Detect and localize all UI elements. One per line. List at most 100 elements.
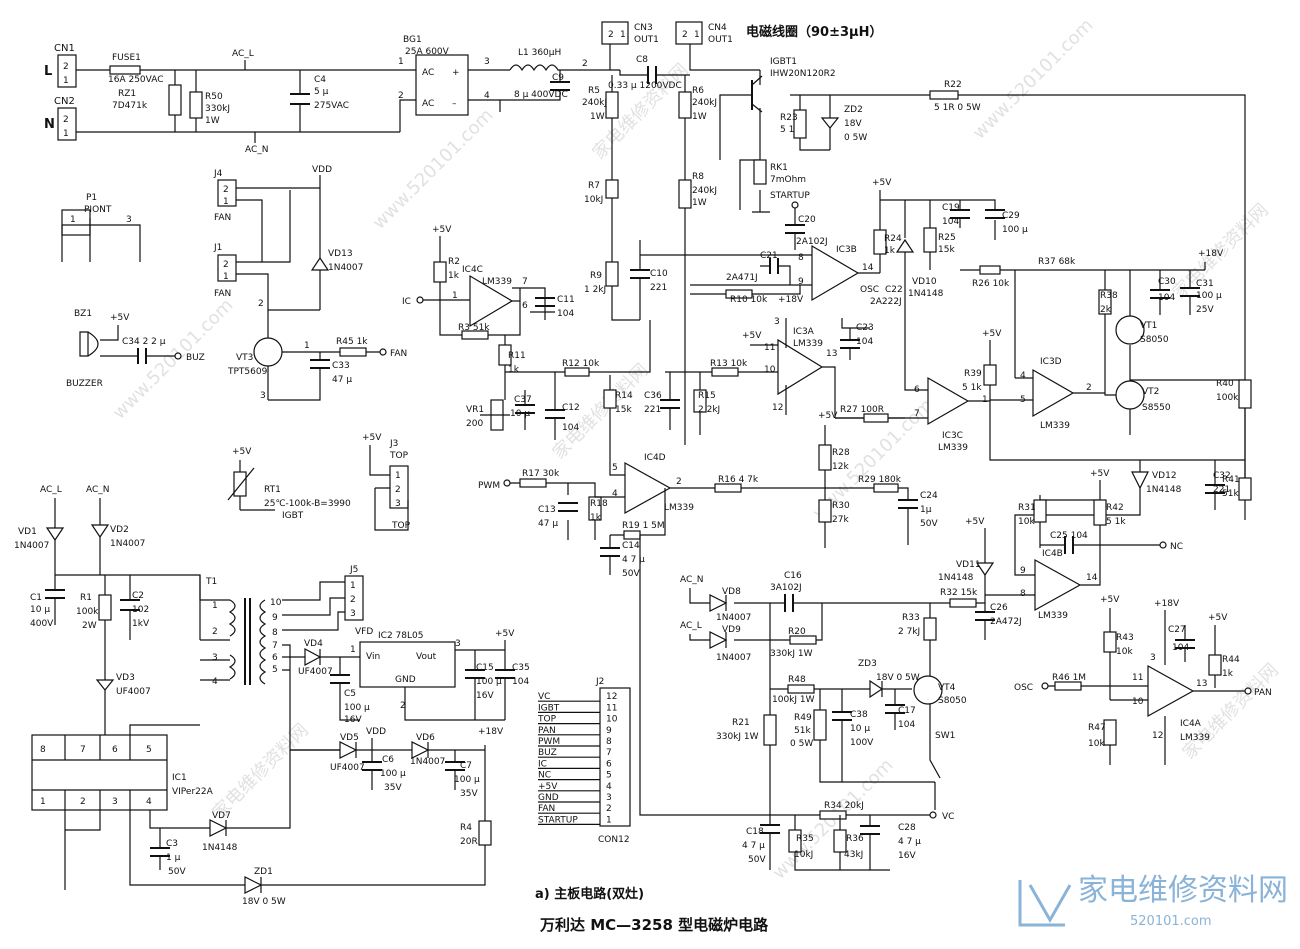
c15-value: 100 μ [476, 677, 502, 687]
rk1-value: 7mOhm [770, 175, 806, 185]
plus5v-label: +5V [1090, 469, 1110, 479]
r6-value: 240kJ [692, 98, 717, 108]
c28-label: C28 [898, 823, 916, 833]
r44-label: R44 [1222, 655, 1240, 665]
c2-voltage: 1kV [132, 619, 150, 629]
c3-voltage: 50V [168, 867, 186, 877]
r18-label: R18 [590, 499, 608, 509]
r39-value: 5 1k [962, 383, 982, 393]
c7-voltage: 35V [460, 789, 478, 799]
vd11-label: VD11 [956, 560, 981, 570]
rt1-value: 25℃-100k-B=3990 [264, 499, 351, 509]
vt4-label: VT4 [938, 683, 956, 693]
svg-text:6: 6 [272, 653, 278, 663]
vd4-value: UF4007 [298, 667, 333, 677]
zd1-value: 18V 0 5W [242, 897, 286, 907]
c2-label: C2 [132, 591, 144, 601]
c9-value: 8 μ 400VDC [514, 90, 568, 100]
r11-label: R11 [508, 351, 526, 361]
svg-text:10: 10 [1132, 697, 1144, 707]
ic2-label: IC2 78L05 [378, 631, 423, 641]
vd1-value: 1N4007 [14, 541, 49, 551]
c6-label: C6 [382, 755, 394, 765]
vd10-value: 1N4148 [908, 289, 944, 299]
svg-text:2: 2 [212, 627, 218, 637]
watermark-layer: www.520101.com www.520101.com 家电维修资料网 ww… [109, 15, 1283, 884]
resonant-section: C8 0.33 μ 1200VDC R5 240kJ 1W R7 10kJ R9… [582, 55, 1246, 480]
c4-value: 5 μ [314, 87, 329, 97]
vd7-label: VD7 [212, 811, 231, 821]
r30-label: R30 [832, 501, 850, 511]
c27-label: C27 [1168, 625, 1186, 635]
c20-label: C20 [798, 215, 816, 225]
svg-text:9: 9 [798, 277, 804, 287]
c1-voltage: 400V [30, 619, 54, 629]
r22-label: R22 [944, 80, 962, 90]
r17-label: R17 30k [522, 469, 560, 479]
svg-text:3: 3 [395, 499, 401, 509]
r18-value: 1k [590, 513, 602, 523]
vd5-label: VD5 [340, 733, 359, 743]
ic3av-label: LM339 [793, 339, 823, 349]
connector-cn1 [57, 54, 77, 88]
bz1-label: BZ1 [74, 309, 92, 319]
cn4-out-label: OUT1 [708, 35, 733, 45]
ic3cv-label: LM339 [938, 443, 968, 453]
c17-label: C17 [898, 706, 916, 716]
svg-text:7: 7 [272, 641, 278, 651]
j5-vfd-label: VFD [355, 627, 373, 637]
c16-value: 3A102J [770, 583, 802, 593]
j2-pin-number: 10 [606, 715, 618, 725]
svg-text:10: 10 [764, 365, 776, 375]
cn1-label: CN1 [54, 43, 75, 54]
c3-label: C3 [166, 839, 178, 849]
vd13-value: 1N4007 [328, 263, 363, 273]
c25-label: C25 104 [1050, 531, 1088, 541]
c17-value: 104 [898, 720, 915, 730]
r33-value: 2 7kJ [898, 627, 920, 637]
c29-label: C29 [1002, 211, 1020, 221]
svg-text:3: 3 [126, 215, 132, 225]
c9-label: C9 [552, 73, 564, 83]
svg-text:1: 1 [620, 30, 626, 40]
j2-signal-label: GND [538, 793, 559, 803]
svg-text:11: 11 [1132, 673, 1143, 683]
ic4c-label: IC4C [462, 265, 483, 275]
c7-value: 100 μ [454, 775, 480, 785]
plus5v-label: +5V [232, 447, 252, 457]
vdd-label: VDD [366, 727, 386, 737]
resistor-r50 [189, 91, 203, 119]
vdd-label: VDD [312, 165, 332, 175]
ic4cv-label: LM339 [482, 277, 512, 287]
j5-label: J5 [349, 565, 358, 575]
plus5v-label: +5V [110, 313, 130, 323]
watermark-diagonal: www.520101.com [969, 15, 1098, 144]
svg-text:3: 3 [455, 639, 461, 649]
r50-value: 330kJ [205, 104, 230, 114]
plus18v-label: +18V [478, 727, 504, 737]
ic4b-section: VD12 1N4148 C32 221 R41 51k +5V R31 10k … [930, 460, 1252, 640]
r4-value: 20R [460, 837, 478, 847]
svg-text:3: 3 [350, 609, 356, 619]
c33-label: C33 [332, 361, 350, 371]
vd9-label: VD9 [722, 625, 741, 635]
j3-bot-label: TOP [391, 521, 411, 531]
c13-label: C13 [538, 505, 556, 515]
r23-label: R23 [780, 113, 798, 123]
vd12-value: 1N4148 [1146, 485, 1182, 495]
diagram-title: 万利达 MC—3258 型电磁炉电路 [539, 916, 769, 934]
c5-value: 100 μ [344, 703, 370, 713]
svg-text:1: 1 [350, 581, 356, 591]
vd1-label: VD1 [18, 527, 37, 537]
vd3-value: UF4007 [116, 687, 151, 697]
r21-label: R21 [732, 718, 750, 728]
c19-value: 104 [942, 217, 959, 227]
svg-text:3: 3 [212, 653, 218, 663]
c5-label: C5 [344, 689, 356, 699]
vd2-label: VD2 [110, 525, 129, 535]
j2-signal-label: NC [538, 771, 551, 781]
connector-p1 [61, 209, 91, 236]
r22-value: 5 1R 0 5W [934, 103, 981, 113]
